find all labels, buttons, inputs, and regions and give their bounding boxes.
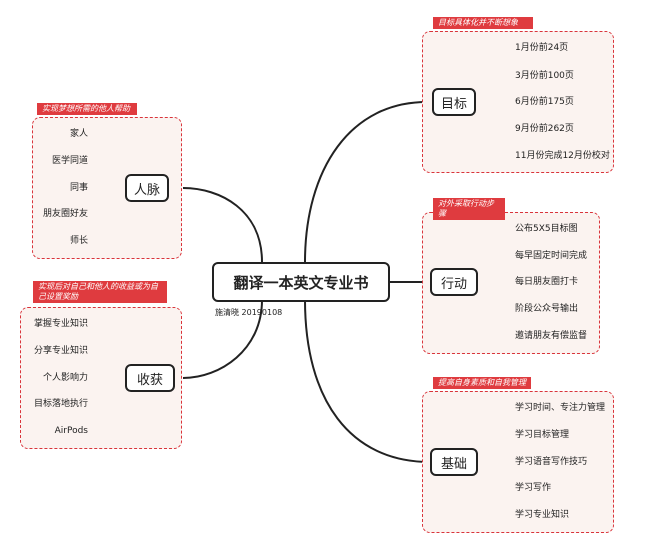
- network-item-3: 同事: [69, 183, 88, 193]
- foundation-item-1: 学习时间、专注力管理: [515, 403, 606, 413]
- action-item-1: 公布5X5目标图: [515, 224, 578, 234]
- harvest-item-5: AirPods: [54, 426, 88, 436]
- harvest-item-2: 分享专业知识: [33, 346, 88, 356]
- foundation-node[interactable]: 基础: [430, 448, 478, 476]
- harvest-node[interactable]: 收获: [125, 364, 175, 392]
- goal-item-1: 1月份前24页: [515, 43, 569, 53]
- goal-item-3: 6月份前175页: [515, 97, 574, 107]
- action-item-3: 每日朋友圈打卡: [515, 277, 579, 287]
- network-node[interactable]: 人脉: [125, 174, 169, 202]
- action-item-4: 阶段公众号输出: [515, 304, 579, 314]
- goal-item-5: 11月份完成12月份校对: [515, 151, 610, 161]
- harvest-tag: 实现后对自己和他人的收益或为自己设置奖励: [33, 281, 167, 303]
- action-node[interactable]: 行动: [430, 268, 478, 296]
- network-item-1: 家人: [69, 129, 88, 139]
- harvest-item-3: 个人影响力: [42, 373, 88, 383]
- foundation-item-3: 学习语音写作技巧: [515, 457, 588, 467]
- action-item-2: 每早固定时间完成: [515, 251, 588, 261]
- goal-node[interactable]: 目标: [432, 88, 476, 116]
- foundation-item-4: 学习写作: [515, 483, 552, 493]
- network-item-2: 医学同道: [51, 156, 88, 166]
- network-tag: 实现梦想所需的他人帮助: [37, 103, 137, 115]
- foundation-item-5: 学习专业知识: [515, 510, 570, 520]
- network-item-5: 师长: [69, 236, 88, 246]
- harvest-item-1: 掌握专业知识: [33, 319, 88, 329]
- harvest-item-4: 目标落地执行: [33, 399, 88, 409]
- action-tag: 对外采取行动步骤: [433, 198, 505, 220]
- action-item-5: 邀请朋友有偿监督: [515, 331, 588, 341]
- goal-tag: 目标具体化并不断想象: [433, 17, 533, 29]
- central-topic[interactable]: 翻译一本英文专业书: [212, 262, 390, 302]
- author-date: 施清晓 20190108: [215, 308, 283, 317]
- goal-item-2: 3月份前100页: [515, 71, 574, 81]
- foundation-item-2: 学习目标管理: [515, 430, 570, 440]
- goal-item-4: 9月份前262页: [515, 124, 574, 134]
- network-item-4: 朋友圈好友: [42, 209, 88, 219]
- foundation-tag: 提高自身素质和自我管理: [433, 377, 531, 389]
